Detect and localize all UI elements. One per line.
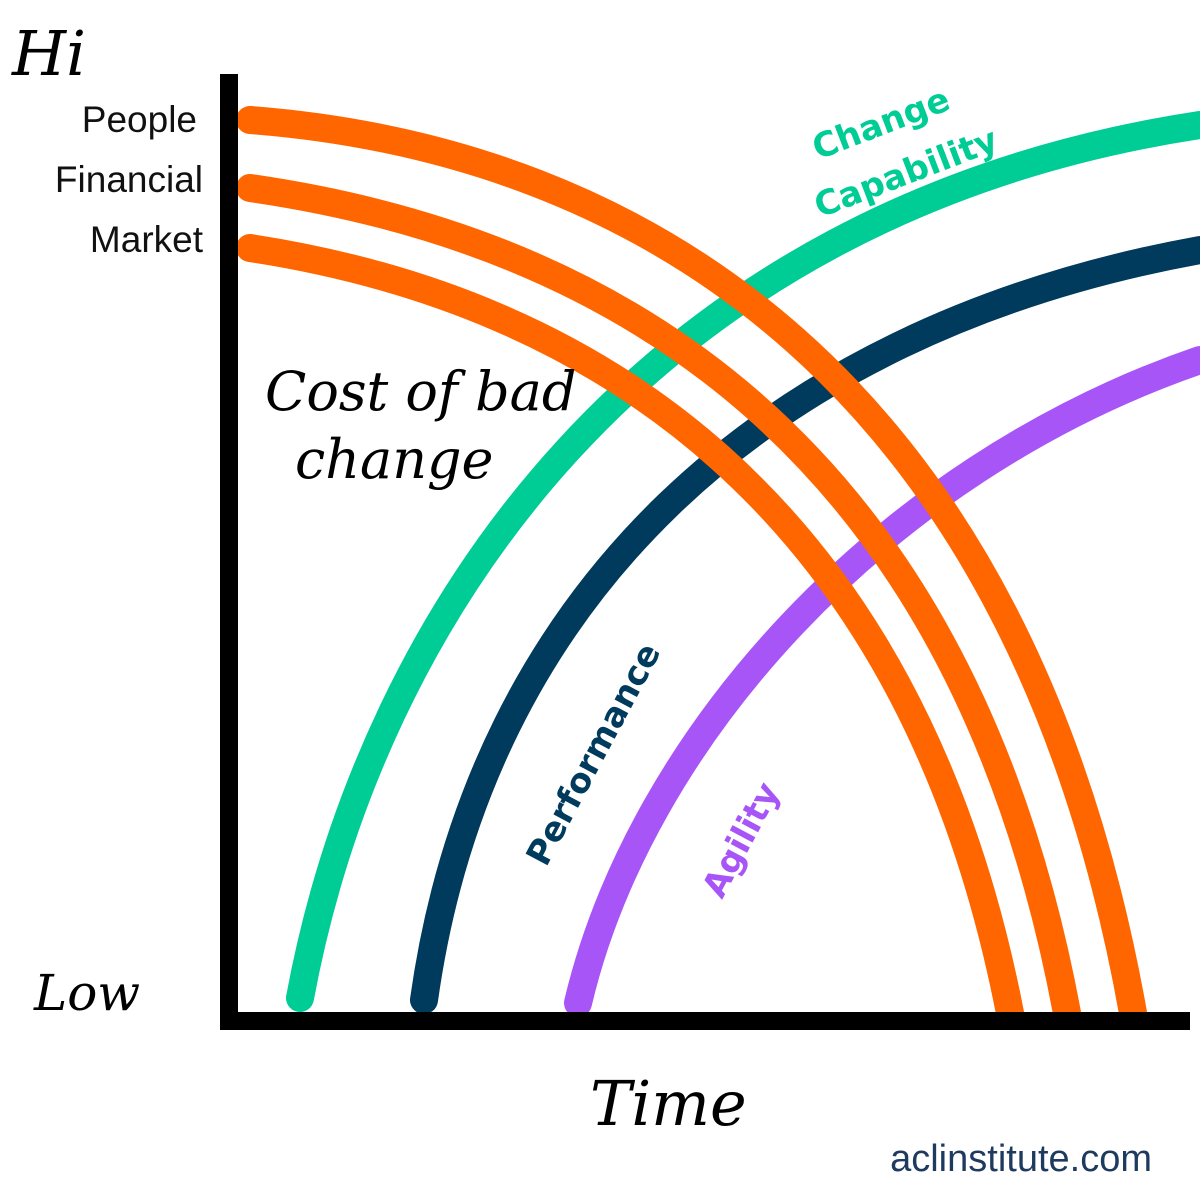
website-label: aclinstitute.com [890,1138,1152,1180]
cost-label-line1: Cost of bad [265,360,576,423]
performance-curve [410,236,1200,1014]
agility-label: Agility [695,776,789,904]
financial-cost-curve [236,174,1081,1027]
market-cost-curve [236,234,1024,1027]
x-axis-label: Time [590,1067,747,1140]
y-level-people: People [82,99,197,140]
change-capability-curve [286,111,1200,1012]
agility-curve [564,346,1200,1017]
y-level-market: Market [90,219,204,260]
y-level-financial: Financial [55,159,203,200]
cost-label-line2: change [295,428,494,491]
y-axis-high-label: Hi [11,17,86,90]
people-cost-curve [236,106,1147,1027]
y-axis-low-label: Low [33,964,140,1022]
